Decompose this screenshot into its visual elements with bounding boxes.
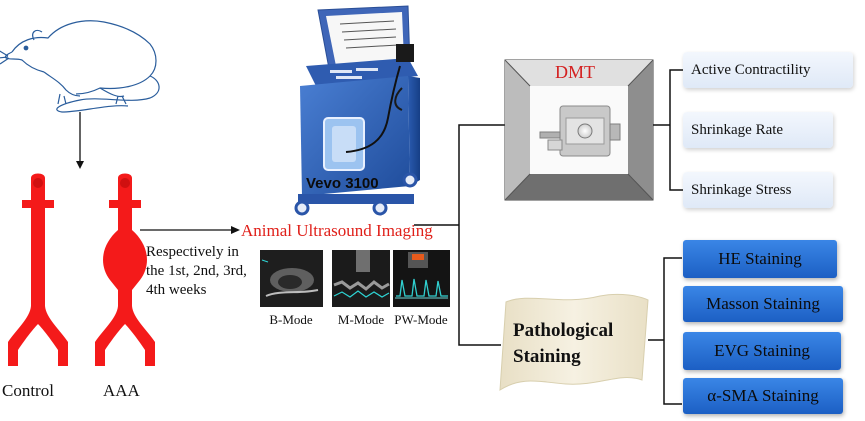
m-mode-image — [332, 250, 390, 307]
dmt-device-photo — [539, 105, 621, 157]
mode-label-m: M-Mode — [337, 312, 385, 327]
output-label: Shrinkage Stress — [691, 181, 792, 198]
scroll-shape — [499, 293, 649, 391]
stain-label: HE Staining — [718, 249, 802, 268]
stain-label: Masson Staining — [706, 294, 820, 313]
pathology-title: Pathological Staining — [513, 320, 614, 367]
pathology-brace — [648, 257, 682, 405]
stain-masson: Masson Staining — [683, 286, 843, 322]
ultrasound-machine-illustration — [294, 5, 420, 216]
mode-label-b: B-Mode — [269, 312, 313, 327]
output-shrinkage-stress: Shrinkage Stress — [683, 172, 833, 208]
output-active-contractility: Active Contractility — [683, 52, 853, 88]
stain-evg: EVG Staining — [683, 332, 841, 370]
imaging-title: Animal Ultrasound Imaging — [241, 221, 433, 240]
device-name: Vevo 3100 — [306, 175, 379, 192]
output-label: Active Contractility — [691, 61, 811, 78]
control-aorta — [8, 173, 68, 366]
output-label: Shrinkage Rate — [691, 121, 784, 138]
stain-label: EVG Staining — [714, 341, 810, 360]
mode-label-pw: PW-Mode — [394, 312, 448, 327]
stain-he: HE Staining — [683, 240, 837, 278]
imaging-branch-connector — [414, 124, 506, 346]
aaa-aorta — [95, 173, 155, 366]
aaa-label: AAA — [103, 381, 140, 400]
dmt-title: DMT — [555, 62, 595, 82]
output-shrinkage-rate: Shrinkage Rate — [683, 112, 833, 148]
vessel-to-imaging-arrow — [140, 226, 240, 234]
control-label: Control — [2, 381, 54, 400]
rat-illustration — [0, 20, 160, 113]
dmt-output-brace — [653, 69, 683, 191]
rat-to-vessel-arrow — [76, 112, 84, 169]
b-mode-image — [260, 250, 323, 307]
pw-mode-image — [393, 250, 450, 307]
dmt-frame — [504, 59, 654, 201]
timeline-text: Respectively in the 1st, 2nd, 3rd, 4th w… — [146, 244, 247, 298]
stain-label: α-SMA Staining — [707, 386, 819, 405]
stain-asma: α-SMA Staining — [683, 378, 843, 414]
